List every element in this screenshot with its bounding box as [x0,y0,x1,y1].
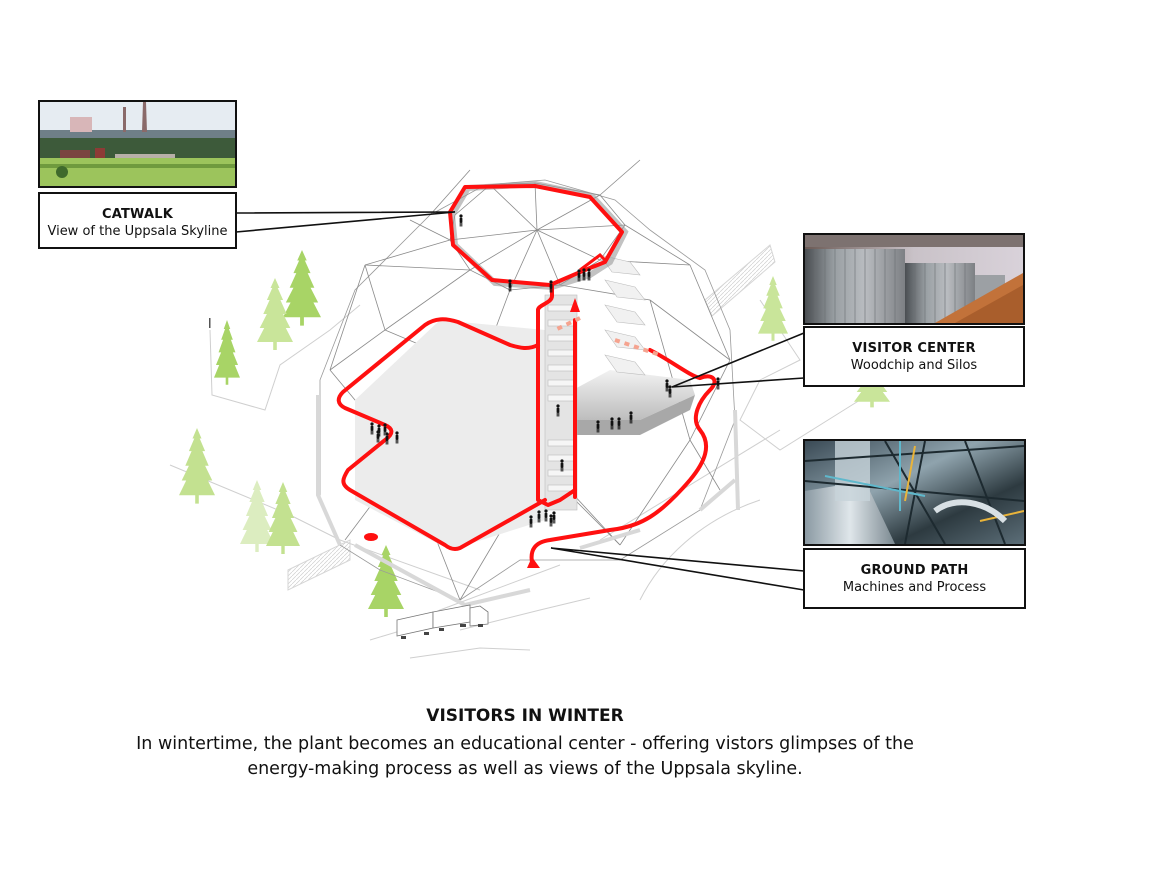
caption-line-1: In wintertime, the plant becomes an educ… [136,734,914,754]
callout-title: CATWALK [101,207,174,222]
truck-icon [396,604,489,639]
catwalk-ring [448,180,629,291]
callout-title: GROUND PATH [860,563,969,578]
callout-leaders [235,211,805,591]
stair-tower [544,254,646,511]
silos-woodchip-photo [803,233,1025,325]
uppsala-skyline-photo [38,100,237,188]
callout-subtitle: View of the Uppsala Skyline [47,224,228,239]
caption-line-2: energy-making process as well as views o… [247,759,803,779]
callout-subtitle: Woodchip and Silos [850,358,978,373]
floor-plates [355,320,695,550]
red-marker [364,533,378,541]
dashed-connector [554,316,661,357]
caption-title: VISITORS IN WINTER [426,706,624,726]
industrial-machinery-photo [803,439,1026,546]
callout-visitor-center: VISITOR CENTER Woodchip and Silos [803,326,1025,387]
hatched-wall [287,244,776,591]
caption-body: In wintertime, the plant becomes an educ… [100,732,950,782]
callout-catwalk: CATWALK View of the Uppsala Skyline [38,192,237,249]
red-arrow-icon [570,298,580,312]
dome-base-rim [316,395,740,608]
callout-subtitle: Machines and Process [842,580,987,595]
entrance-arrow-icon [527,557,540,568]
callout-title: VISITOR CENTER [852,341,976,356]
callout-ground-path: GROUND PATH Machines and Process [803,548,1026,609]
